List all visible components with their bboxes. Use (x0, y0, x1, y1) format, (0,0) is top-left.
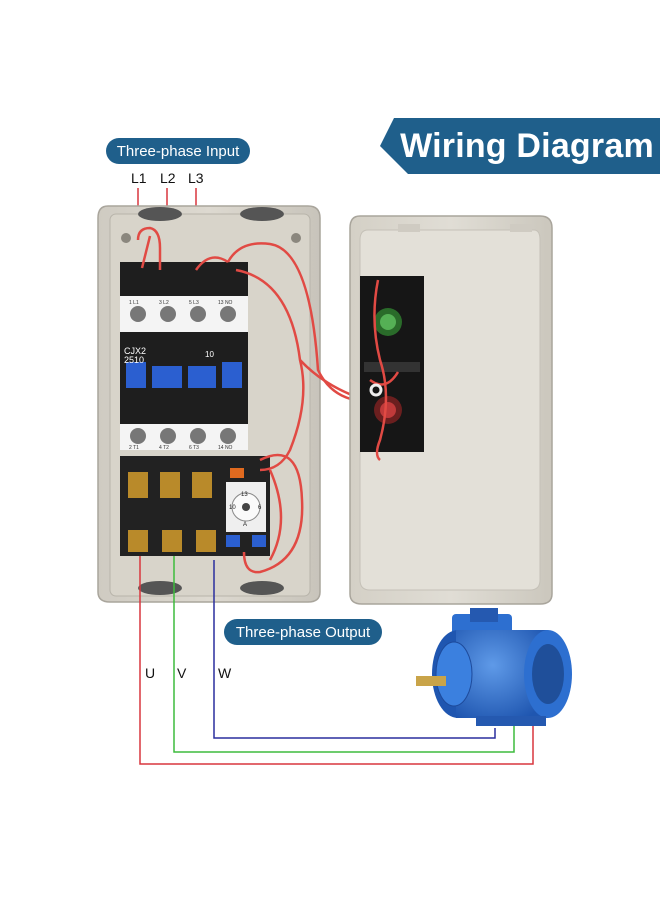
input-line-l2: L2 (160, 170, 176, 186)
top-terminal-1: 1 L1 (129, 300, 139, 306)
top-terminal-4: 13 NO (218, 300, 233, 306)
bottom-terminal-2: 4 T2 (159, 445, 169, 451)
pushbutton-block (360, 276, 424, 452)
input-line-l3: L3 (188, 170, 204, 186)
top-terminal-3: 5 L3 (189, 300, 199, 306)
input-line-l1: L1 (131, 170, 147, 186)
contactor-model-2: 2510 (124, 355, 144, 365)
bottom-terminal-4: 14 NO (218, 445, 233, 451)
relay-dial-right: 6 (258, 505, 262, 511)
contactor: CJX2 2510 10 1 L1 3 L2 5 L3 13 NO 2 T1 4… (120, 262, 248, 451)
title-banner: Wiring Diagram (380, 118, 660, 174)
lid-wires (369, 279, 400, 461)
contactor-model-1: CJX2 (124, 346, 146, 356)
internal-wires (136, 226, 381, 574)
output-line-u: U (145, 665, 156, 681)
input-label: Three-phase Input (106, 138, 250, 164)
output-wires (139, 556, 534, 765)
output-line-w: W (218, 665, 232, 681)
title-banner-shape (380, 118, 660, 174)
relay-dial-left: 10 (229, 505, 236, 511)
motor (416, 608, 572, 726)
output-line-v: V (177, 665, 187, 681)
output-label: Three-phase Output (224, 619, 382, 645)
bottom-terminal-1: 2 T1 (129, 445, 139, 451)
relay-dial-top: 13 (241, 492, 248, 498)
page-title: Wiring Diagram (400, 126, 654, 165)
top-terminal-2: 3 L2 (159, 300, 169, 306)
relay-dial-bottom: A (243, 522, 247, 528)
bottom-terminal-3: 6 T3 (189, 445, 199, 451)
contactor-side-mark: 10 (205, 350, 214, 359)
overload-relay: 13 A 10 6 (120, 456, 270, 556)
